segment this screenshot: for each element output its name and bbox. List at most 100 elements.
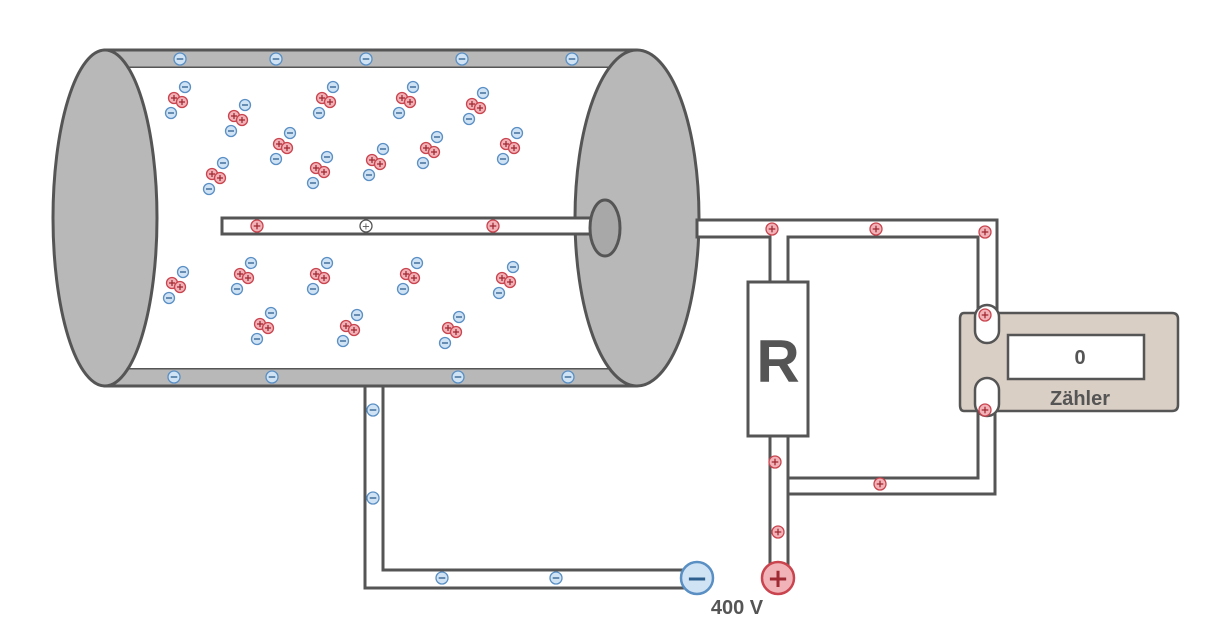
positive-charge-icon xyxy=(250,219,264,233)
electron-icon xyxy=(476,86,490,100)
charge-particles: + xyxy=(162,52,992,585)
electron-icon xyxy=(496,152,510,166)
positive-ion-icon xyxy=(403,95,417,109)
resistor-label: R xyxy=(756,328,799,395)
counter-label: Zähler xyxy=(1050,388,1110,410)
electron-icon xyxy=(320,256,334,270)
electron-icon xyxy=(336,334,350,348)
electron-icon xyxy=(359,52,373,66)
positive-ion-icon xyxy=(407,271,421,285)
electron-icon xyxy=(435,571,449,585)
electron-icon xyxy=(320,150,334,164)
positive-ion-icon xyxy=(317,271,331,285)
positive-ion-icon xyxy=(235,113,249,127)
electron-icon xyxy=(264,306,278,320)
positive-charge-icon xyxy=(978,225,992,239)
electron-icon xyxy=(173,52,187,66)
electron-icon xyxy=(565,52,579,66)
positive-ion-icon xyxy=(175,95,189,109)
electron-icon xyxy=(167,370,181,384)
power-supply: − + 400 V xyxy=(679,560,796,619)
electron-icon xyxy=(224,124,238,138)
electron-icon xyxy=(306,282,320,296)
electron-icon xyxy=(178,80,192,94)
negative-terminal-symbol: − xyxy=(686,564,708,594)
electron-icon xyxy=(455,52,469,66)
electron-icon xyxy=(350,308,364,322)
electron-icon xyxy=(230,282,244,296)
positive-charge-icon xyxy=(978,308,992,322)
cathode-wire xyxy=(363,384,690,590)
voltage-label: 400 V xyxy=(711,597,764,619)
svg-text:+: + xyxy=(362,222,370,233)
resistor-body xyxy=(746,280,810,438)
positive-ion-icon xyxy=(473,101,487,115)
positive-terminal-symbol: + xyxy=(767,564,789,594)
resistor: R xyxy=(746,280,810,438)
positive-ion-icon xyxy=(347,323,361,337)
positive-ion-icon xyxy=(503,275,517,289)
positive-charge-icon xyxy=(873,477,887,491)
electron-icon xyxy=(306,176,320,190)
positive-charge-icon xyxy=(486,219,500,233)
electron-icon xyxy=(549,571,563,585)
electron-icon xyxy=(366,403,380,417)
electron-icon xyxy=(392,106,406,120)
electron-icon xyxy=(366,491,380,505)
electron-icon xyxy=(176,265,190,279)
positive-ion-icon xyxy=(280,141,294,155)
anode-output-wire xyxy=(695,218,999,322)
electron-icon xyxy=(451,370,465,384)
positive-ion-icon xyxy=(323,95,337,109)
positive-charge-icon xyxy=(765,222,779,236)
electron-icon xyxy=(506,260,520,274)
electron-icon xyxy=(202,182,216,196)
counter-display xyxy=(1006,333,1146,381)
electron-icon xyxy=(312,106,326,120)
electron-icon xyxy=(244,256,258,270)
electron-icon xyxy=(283,126,297,140)
tube xyxy=(51,48,701,388)
positive-ion-icon xyxy=(213,171,227,185)
electron-icon xyxy=(238,98,252,112)
electron-icon xyxy=(164,106,178,120)
positive-charge-icon xyxy=(869,222,883,236)
electron-icon xyxy=(376,142,390,156)
electron-icon xyxy=(406,80,420,94)
electron-icon xyxy=(438,336,452,350)
electron-icon xyxy=(265,370,279,384)
electron-icon xyxy=(430,130,444,144)
electron-icon xyxy=(416,156,430,170)
anode-insulator xyxy=(588,198,622,258)
electron-icon xyxy=(326,80,340,94)
electron-icon xyxy=(269,152,283,166)
electron-icon xyxy=(510,126,524,140)
electron-icon xyxy=(462,112,476,126)
positive-ion-icon xyxy=(507,141,521,155)
electron-icon xyxy=(396,282,410,296)
positive-charge-icon xyxy=(768,455,782,469)
positive-ion-icon xyxy=(449,325,463,339)
anode-charge-icon: + xyxy=(359,219,373,233)
positive-charge-icon xyxy=(771,525,785,539)
positive-charge-icon xyxy=(978,403,992,417)
positive-ion-icon xyxy=(427,145,441,159)
positive-terminal xyxy=(760,560,796,596)
counter-display-value: 0 xyxy=(1074,347,1085,369)
positive-ion-icon xyxy=(241,271,255,285)
electron-icon xyxy=(362,168,376,182)
electron-icon xyxy=(162,291,176,305)
positive-ion-icon xyxy=(261,321,275,335)
negative-terminal xyxy=(679,560,715,596)
positive-ion-icon xyxy=(173,280,187,294)
electron-icon xyxy=(410,256,424,270)
electron-icon xyxy=(561,370,575,384)
electron-icon xyxy=(269,52,283,66)
electron-icon xyxy=(216,156,230,170)
electron-icon xyxy=(250,332,264,346)
anode-wire xyxy=(220,216,604,236)
tube-left-cap xyxy=(51,48,159,388)
counter: 0 Zähler xyxy=(958,303,1180,418)
electron-icon xyxy=(492,286,506,300)
